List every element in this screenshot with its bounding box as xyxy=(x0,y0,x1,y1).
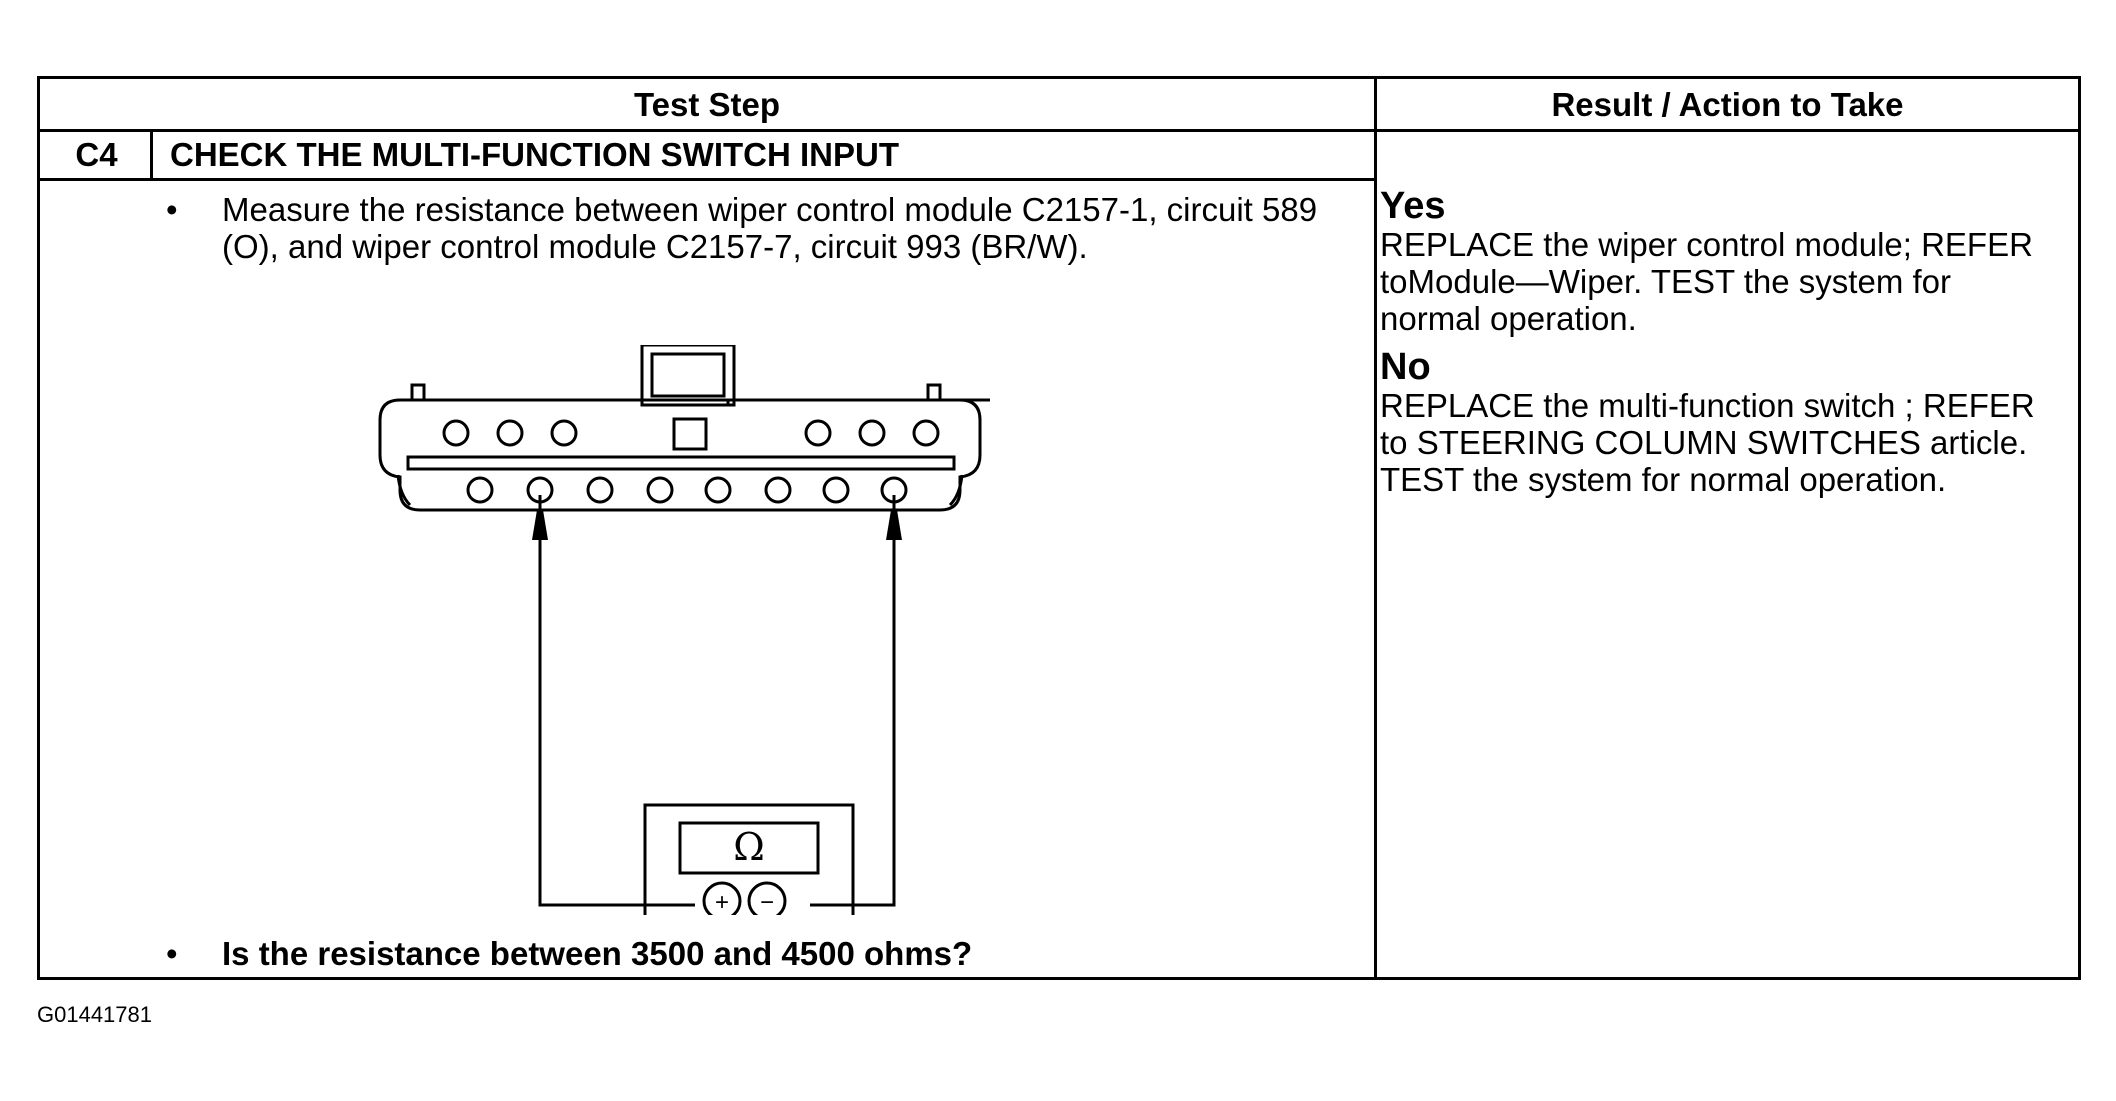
connector-pin xyxy=(586,476,614,504)
result-no-label: No xyxy=(1380,346,1431,388)
step-title: CHECK THE MULTI-FUNCTION SWITCH INPUT xyxy=(170,136,899,173)
connector-meter-diagram: Ω + − xyxy=(378,345,990,915)
instruction-item: • Measure the resistance between wiper c… xyxy=(166,191,1322,265)
connector-pin xyxy=(858,419,886,447)
minus-terminal xyxy=(747,881,787,915)
connector-latch xyxy=(640,345,736,407)
connector-pin xyxy=(442,419,470,447)
column-divider xyxy=(1374,79,1377,977)
question-item: • Is the resistance between 3500 and 450… xyxy=(166,935,1322,972)
result-yes-label: Yes xyxy=(1380,185,1446,227)
connector-pin xyxy=(704,476,732,504)
connector-key xyxy=(672,417,708,451)
connector-pin-1 xyxy=(466,476,494,504)
header-divider xyxy=(40,129,2078,132)
step-title-divider xyxy=(40,178,1374,181)
negative-lead xyxy=(810,495,896,907)
minus-symbol: − xyxy=(760,889,774,915)
ohm-symbol: Ω xyxy=(733,825,765,869)
plus-symbol: + xyxy=(715,889,729,915)
connector-pin xyxy=(496,419,524,447)
result-no-text: REPLACE the multi-function switch ; REFE… xyxy=(1380,387,2035,498)
header-test-step: Test Step xyxy=(633,86,781,123)
connector-pin xyxy=(912,419,940,447)
connector-pin xyxy=(764,476,792,504)
connector-pin xyxy=(804,419,832,447)
step-id: C4 xyxy=(75,136,118,173)
header-result-action: Result / Action to Take xyxy=(1551,86,1904,123)
plus-terminal xyxy=(702,881,742,915)
connector-pin xyxy=(646,476,674,504)
ohmmeter xyxy=(643,803,855,915)
question-text: Is the resistance between 3500 and 4500 … xyxy=(222,935,973,972)
bullet-glyph: • xyxy=(166,191,178,228)
result-yes-text: REPLACE the wiper control module; REFER … xyxy=(1380,226,2033,337)
positive-lead xyxy=(538,495,695,907)
negative-probe-tip xyxy=(886,510,902,540)
connector-pin xyxy=(550,419,578,447)
result-action-column: Yes REPLACE the wiper control module; RE… xyxy=(1380,186,2060,508)
instruction-text: Measure the resistance between wiper con… xyxy=(222,191,1318,265)
step-id-divider xyxy=(150,129,153,181)
diagnostic-table: Test Step Result / Action to Take C4 CHE… xyxy=(37,76,2081,980)
bullet-glyph: • xyxy=(166,935,178,972)
positive-probe-tip xyxy=(532,510,548,540)
connector-pin xyxy=(822,476,850,504)
figure-code: G01441781 xyxy=(37,1002,152,1027)
connector-separator xyxy=(406,455,956,471)
